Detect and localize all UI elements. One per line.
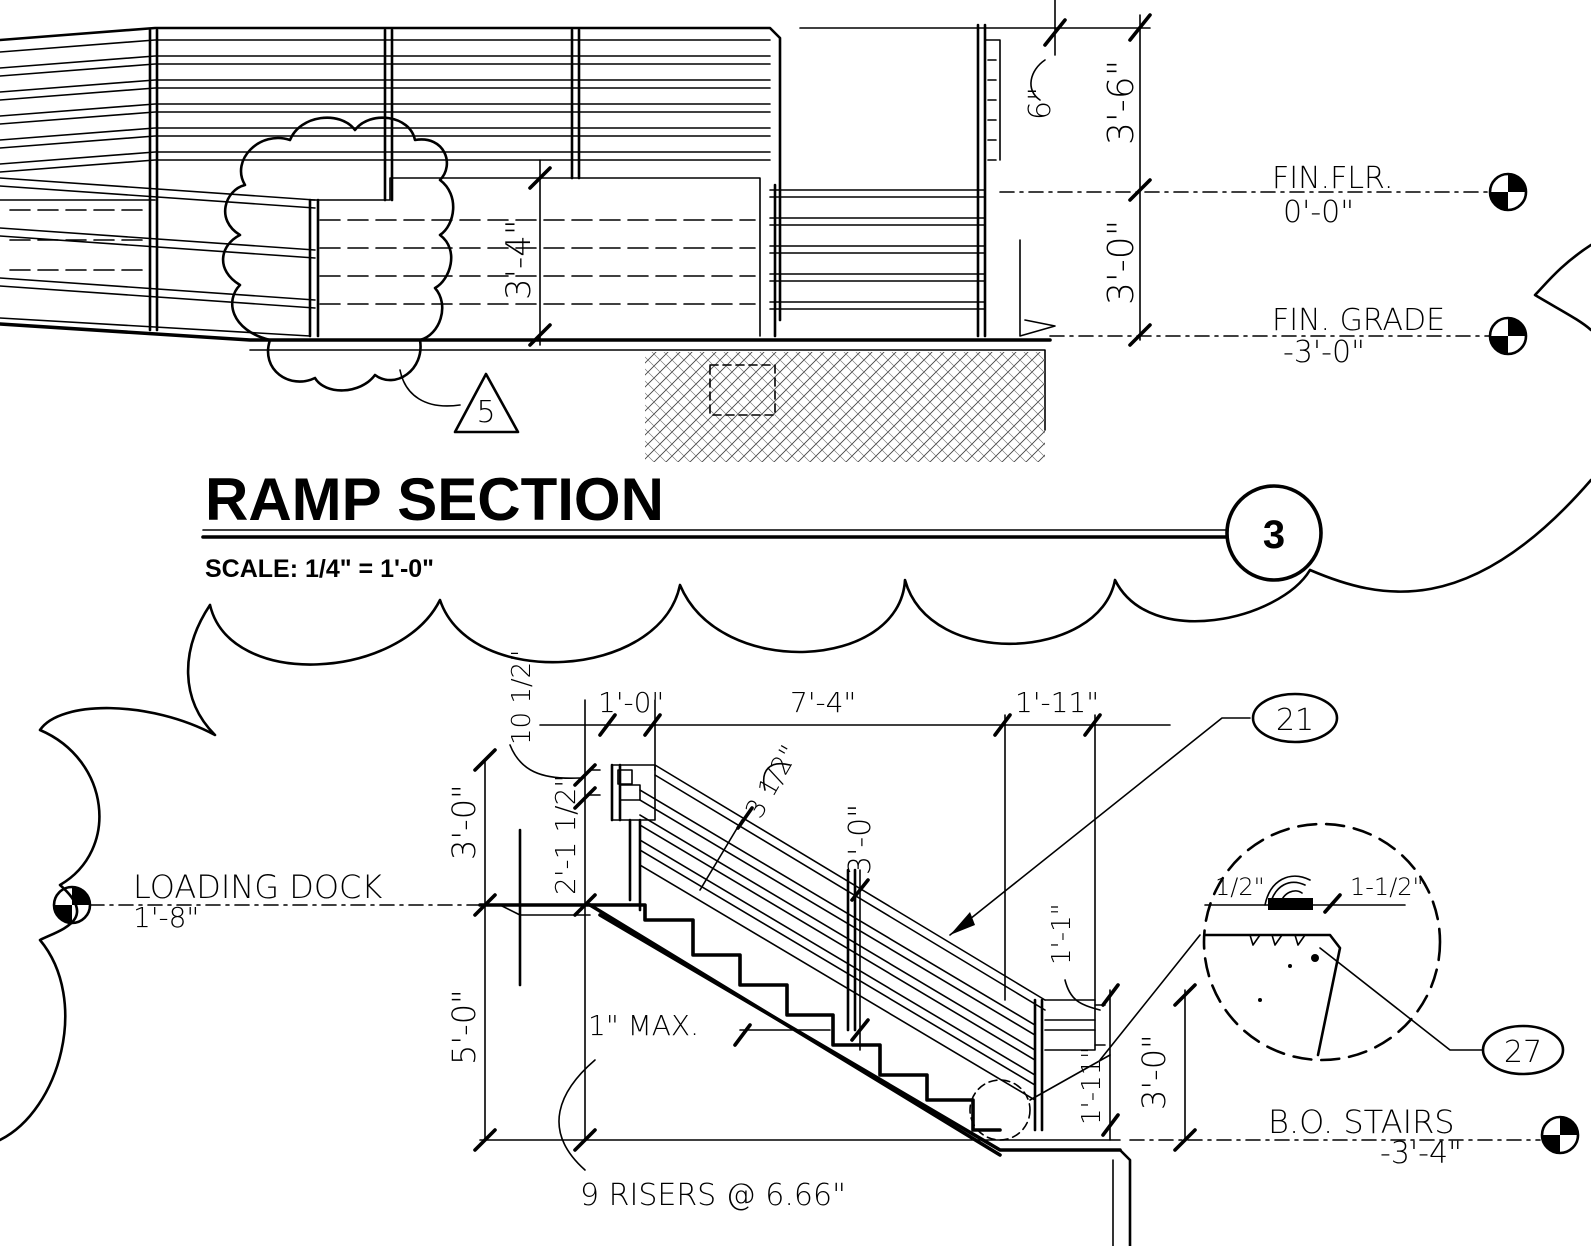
dim-top-c: 1'-11" xyxy=(1015,686,1099,719)
footing-hatch xyxy=(645,352,1045,462)
loading-dock-label: LOADING DOCK xyxy=(133,868,382,906)
nosing-a: 1/2" xyxy=(1215,873,1265,901)
stair-structure xyxy=(478,763,1132,1246)
nosing-detail: 1/2" 1-1/2" xyxy=(1029,822,1442,1101)
section-title: RAMP SECTION xyxy=(205,466,664,533)
dim-rail-upper: 3'-6" xyxy=(1101,60,1142,145)
ramp-railing xyxy=(0,23,1056,431)
section-title-block: RAMP SECTION SCALE: 1/4" = 1'-0" 3 xyxy=(201,466,1323,583)
svg-text:21: 21 xyxy=(1276,703,1314,738)
fin-flr-value: 0'-0" xyxy=(1283,195,1354,230)
callout-tag-21: 21 xyxy=(949,692,1339,936)
bo-stairs-label: B.O. STAIRS xyxy=(1268,1103,1455,1141)
dim-rail-height: 3'-0" xyxy=(843,804,878,875)
section-number: 3 xyxy=(1263,513,1285,557)
dim-left-mid: 2'-1 1/2" xyxy=(549,775,582,895)
footing-outline xyxy=(709,364,776,416)
loading-dock-value: 1'-8" xyxy=(133,901,199,934)
fin-flr-label: FIN.FLR. xyxy=(1272,161,1393,196)
stair-dimensions: 1'-0" 7'-4" 1'-11" 10 1/2" 3'-0" 2'-1 1/… xyxy=(445,650,1197,1213)
dim-top-b: 7'-4" xyxy=(790,686,856,719)
level-marker-loading-dock: LOADING DOCK 1'-8" xyxy=(52,868,481,934)
revision-number: 5 xyxy=(476,395,495,430)
level-marker-bo-stairs: B.O. STAIRS -3'-4" xyxy=(1129,1103,1580,1171)
dim-rail-lower: 3'-0" xyxy=(1101,220,1142,305)
revision-triangle: 5 xyxy=(453,372,520,434)
level-marker-fin-flr: FIN.FLR. 0'-0" xyxy=(999,161,1528,230)
svg-text:27: 27 xyxy=(1504,1035,1542,1070)
dim-top-a: 1'-0" xyxy=(598,686,664,719)
dim-left-upper: 3'-0" xyxy=(445,784,483,860)
dim-rail-gap: 10 1/2" xyxy=(507,650,537,745)
fin-grade-label: FIN. GRADE xyxy=(1272,303,1445,338)
dim-end-a: 1'-1" xyxy=(1047,903,1077,965)
edge-cloud xyxy=(1533,243,1591,332)
nosing-b: 1-1/2" xyxy=(1350,873,1424,901)
dim-left-lower: 5'-0" xyxy=(445,989,483,1065)
section-scale: SCALE: 1/4" = 1'-0" xyxy=(205,555,434,583)
revision-cloud-stair xyxy=(0,478,1591,1142)
bo-stairs-value: -3'-4" xyxy=(1380,1136,1462,1171)
dim-wall: 3'-4" xyxy=(499,219,539,300)
ramp-dimensions: 6" 3'-6" 3'-0" 3'-4" xyxy=(499,0,1152,347)
level-marker-fin-grade: FIN. GRADE -3'-0" xyxy=(1049,303,1528,370)
dim-rail-diag: 3 1/2" xyxy=(740,740,805,823)
dim-guard: 6" xyxy=(1023,87,1058,120)
risers-note: 9 RISERS @ 6.66" xyxy=(580,1178,846,1213)
dim-end-c: 3'-0" xyxy=(1135,1034,1173,1110)
revision-cloud-ramp xyxy=(221,116,455,392)
max-label: 1" MAX. xyxy=(588,1009,699,1042)
fin-grade-value: -3'-0" xyxy=(1283,335,1365,370)
callout-tag-27: 27 xyxy=(1319,947,1565,1076)
